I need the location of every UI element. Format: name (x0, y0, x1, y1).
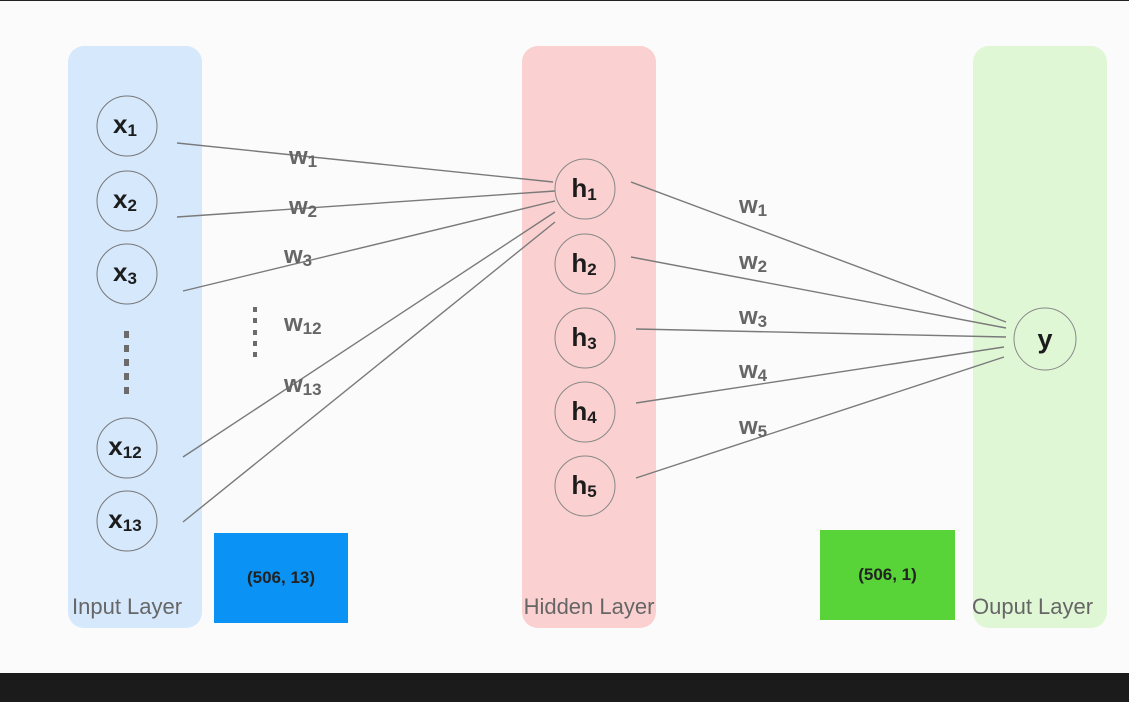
output-layer-label: Ouput Layer (972, 594, 1094, 619)
ellipsis-dot-weight-1 (253, 307, 257, 312)
input-shape-text: (506, 13) (246, 568, 316, 587)
edge-input-2 (176, 190, 556, 218)
edge-output-4 (635, 346, 1005, 404)
hidden-node-label-h5: h5 (571, 470, 596, 501)
output-shape-box: (506, 1) (820, 530, 955, 620)
weight-label-out-w4: w4 (738, 357, 768, 385)
edge-input-13 (182, 221, 556, 523)
bottom-bar (0, 673, 1129, 702)
ellipsis-dot-input-3 (124, 359, 129, 366)
edge-output-3 (635, 328, 1007, 338)
hidden-node-label-h4: h4 (571, 396, 597, 427)
weight-label-out-w3: w3 (738, 303, 767, 331)
ellipsis-dot-weight-3 (253, 330, 257, 335)
edge-input-12 (182, 211, 556, 458)
weight-label-in-w2: w2 (288, 193, 317, 221)
hidden-layer-label: Hidden Layer (523, 594, 655, 619)
input-node-label-x12: x12 (108, 431, 141, 462)
input-node-label-x2: x2 (113, 184, 137, 215)
top-border (0, 0, 1129, 1)
input-node-label-x13: x13 (108, 504, 141, 535)
ellipsis-dot-weight-4 (253, 341, 257, 346)
hidden-node-label-h3: h3 (571, 322, 596, 353)
ellipsis-dot-weight-2 (253, 318, 257, 323)
input-node-x13 (96, 490, 158, 552)
output-shape-text: (506, 1) (858, 565, 917, 584)
weight-label-in-w1: w1 (288, 143, 317, 171)
input-node-x3 (96, 243, 158, 305)
hidden-node-h5 (554, 455, 616, 517)
ellipsis-dot-weight-5 (253, 352, 257, 357)
edge-output-1 (630, 181, 1007, 323)
hidden-node-label-h1: h1 (571, 173, 596, 204)
input-node-x2 (96, 170, 158, 232)
weight-label-in-w3: w3 (283, 242, 312, 270)
ellipsis-dot-input-4 (124, 373, 129, 380)
hidden-layer-panel: Hidden Layer (522, 46, 656, 628)
input-layer-label: Input Layer (72, 594, 183, 619)
ellipsis-dot-input-1 (124, 331, 129, 338)
input-shape-box: (506, 13) (214, 533, 348, 623)
edge-input-1 (176, 142, 554, 183)
edge-input-3 (182, 200, 556, 292)
input-node-label-x1: x1 (113, 109, 137, 140)
hidden-node-h3 (554, 307, 616, 369)
hidden-node-h4 (554, 381, 616, 443)
output-node-label-y: y (1037, 324, 1052, 354)
hidden-node-label-h2: h2 (571, 248, 596, 279)
edge-output-2 (630, 256, 1007, 329)
weight-label-out-w5: w5 (738, 413, 767, 441)
output-node-y (1013, 307, 1077, 371)
weight-label-in-w13: w13 (283, 371, 322, 399)
ellipsis-dot-input-5 (124, 387, 129, 394)
ellipsis-dot-input-2 (124, 345, 129, 352)
weight-label-out-w1: w1 (738, 192, 767, 220)
hidden-node-h2 (554, 233, 616, 295)
weight-label-in-w12: w12 (283, 310, 322, 338)
weight-label-out-w2: w2 (738, 248, 767, 276)
input-node-label-x3: x3 (113, 257, 137, 288)
hidden-node-h1 (554, 158, 616, 220)
input-node-x1 (96, 95, 158, 157)
edge-output-5 (635, 356, 1005, 479)
input-node-x12 (96, 417, 158, 479)
